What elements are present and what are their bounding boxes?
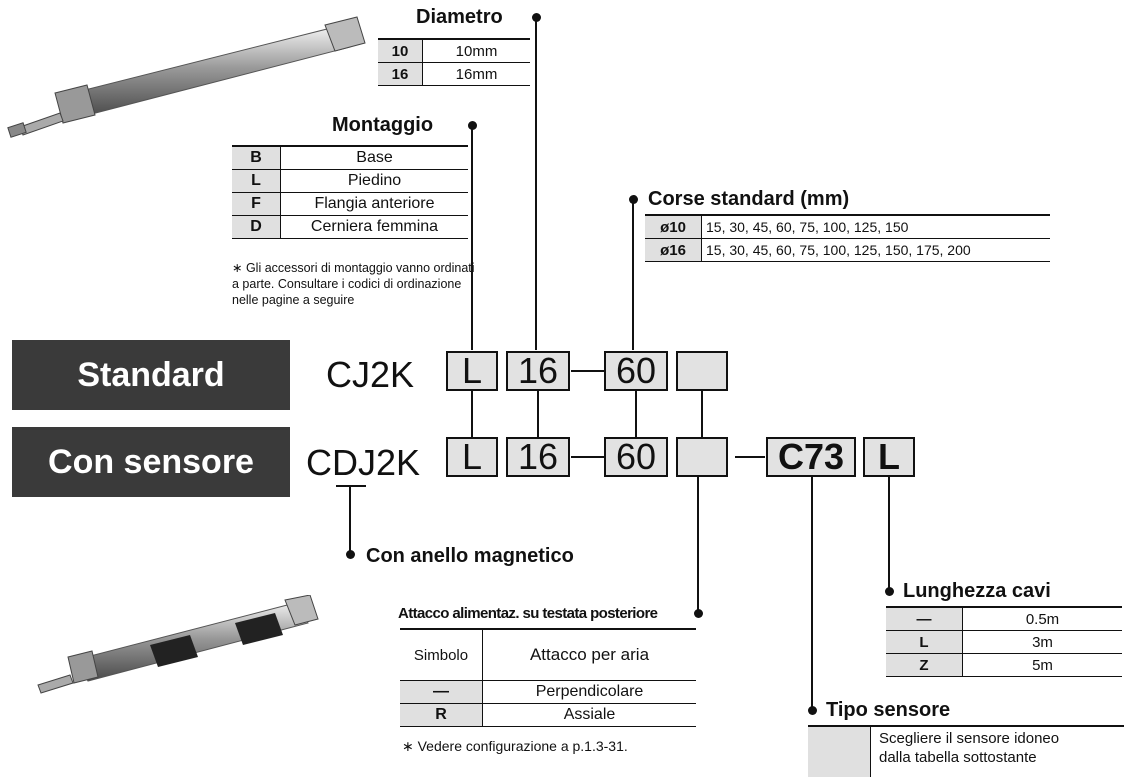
cavi-dot — [885, 587, 894, 596]
sensore-title: Tipo sensore — [826, 699, 950, 722]
corse-code: ø10 — [645, 215, 702, 239]
dash — [735, 456, 765, 458]
cavi-value: 5m — [963, 654, 1123, 677]
con-sensore-label: Con sensore — [12, 427, 290, 497]
montaggio-value: Base — [281, 146, 469, 170]
cylinder-image-with-sensor — [30, 595, 320, 700]
montaggio-title: Montaggio — [332, 114, 433, 137]
cavi-value: 0.5m — [963, 607, 1123, 631]
sensore-code-cell — [808, 727, 871, 777]
diametro-value: 16mm — [423, 63, 531, 86]
table-row: L 3m — [886, 631, 1122, 654]
montaggio-value: Piedino — [281, 170, 469, 193]
diametro-title: Diametro — [416, 6, 503, 29]
magnet-underline — [336, 485, 366, 487]
montaggio-code: F — [232, 193, 281, 216]
connector-line — [697, 477, 699, 615]
dash — [571, 370, 604, 372]
sensor-stroke-box: 60 — [604, 437, 668, 477]
table-row: 16 16mm — [378, 63, 530, 86]
table-row: Z 5m — [886, 654, 1122, 677]
montaggio-note: ∗ Gli accessori di montaggio vanno ordin… — [232, 260, 477, 308]
connector-line — [535, 18, 537, 350]
connector-line — [701, 391, 703, 437]
sensore-text: Scegliere il sensore idoneo dalla tabell… — [871, 727, 1087, 777]
attacco-value: Perpendicolare — [483, 681, 697, 704]
cavi-value: 3m — [963, 631, 1123, 654]
table-row: ø10 15, 30, 45, 60, 75, 100, 125, 150 — [645, 215, 1050, 239]
connector-line — [349, 485, 351, 555]
connector-line — [632, 200, 634, 350]
standard-stroke-box: 60 — [604, 351, 668, 391]
sensore-dot — [808, 706, 817, 715]
montaggio-value: Flangia anteriore — [281, 193, 469, 216]
connector-line — [471, 126, 473, 350]
table-row: B Base — [232, 146, 468, 170]
attacco-code: — — [400, 681, 483, 704]
attacco-title: Attacco alimentaz. su testata posteriore — [398, 605, 657, 622]
standard-mount-box: L — [446, 351, 498, 391]
connector-line — [537, 391, 539, 437]
table-row: F Flangia anteriore — [232, 193, 468, 216]
attacco-code: R — [400, 704, 483, 727]
corse-value: 15, 30, 45, 60, 75, 100, 125, 150, 175, … — [702, 239, 1051, 262]
sensor-model-prefix: CDJ2K — [306, 442, 420, 484]
standard-label: Standard — [12, 340, 290, 410]
table-row: R Assiale — [400, 704, 696, 727]
connector-line — [811, 477, 813, 712]
cylinder-image-standard — [5, 15, 370, 150]
diametro-table: 10 10mm 16 16mm — [378, 38, 530, 86]
cable-length-box: L — [863, 437, 915, 477]
connector-line — [888, 477, 890, 592]
sensor-type-box: C73 — [766, 437, 856, 477]
montaggio-value: Cerniera femmina — [281, 216, 469, 239]
cavi-table: — 0.5m L 3m Z 5m — [886, 606, 1122, 677]
dash — [571, 456, 604, 458]
cavi-code: L — [886, 631, 963, 654]
table-row: — 0.5m — [886, 607, 1122, 631]
attacco-header-symbol: Simbolo — [400, 629, 483, 681]
corse-value: 15, 30, 45, 60, 75, 100, 125, 150 — [702, 215, 1051, 239]
attacco-dot — [694, 609, 703, 618]
cavi-title: Lunghezza cavi — [903, 580, 1051, 603]
corse-table: ø10 15, 30, 45, 60, 75, 100, 125, 150 ø1… — [645, 214, 1050, 262]
attacco-header-port: Attacco per aria — [483, 629, 697, 681]
attacco-value: Assiale — [483, 704, 697, 727]
sensore-box: Scegliere il sensore idoneo dalla tabell… — [808, 725, 1124, 777]
montaggio-code: L — [232, 170, 281, 193]
diametro-value: 10mm — [423, 39, 531, 63]
magnet-label: Con anello magnetico — [366, 545, 574, 568]
table-row: L Piedino — [232, 170, 468, 193]
sensor-port-box — [676, 437, 728, 477]
montaggio-table: B Base L Piedino F Flangia anteriore D C… — [232, 145, 468, 239]
attacco-table: Simbolo Attacco per aria — Perpendicolar… — [400, 628, 696, 727]
diametro-code: 10 — [378, 39, 423, 63]
table-row: Simbolo Attacco per aria — [400, 629, 696, 681]
magnet-dot — [346, 550, 355, 559]
corse-title: Corse standard (mm) — [648, 188, 849, 211]
standard-port-box — [676, 351, 728, 391]
cavi-code: Z — [886, 654, 963, 677]
connector-line — [635, 391, 637, 437]
montaggio-code: D — [232, 216, 281, 239]
standard-bore-box: 16 — [506, 351, 570, 391]
montaggio-code: B — [232, 146, 281, 170]
table-row: D Cerniera femmina — [232, 216, 468, 239]
standard-model-prefix: CJ2K — [326, 354, 414, 396]
cavi-code: — — [886, 607, 963, 631]
corse-code: ø16 — [645, 239, 702, 262]
table-row: — Perpendicolare — [400, 681, 696, 704]
connector-line — [471, 391, 473, 437]
table-row: ø16 15, 30, 45, 60, 75, 100, 125, 150, 1… — [645, 239, 1050, 262]
sensor-bore-box: 16 — [506, 437, 570, 477]
sensor-mount-box: L — [446, 437, 498, 477]
table-row: 10 10mm — [378, 39, 530, 63]
attacco-note: ∗ Vedere configurazione a p.1.3-31. — [402, 738, 628, 754]
diametro-code: 16 — [378, 63, 423, 86]
